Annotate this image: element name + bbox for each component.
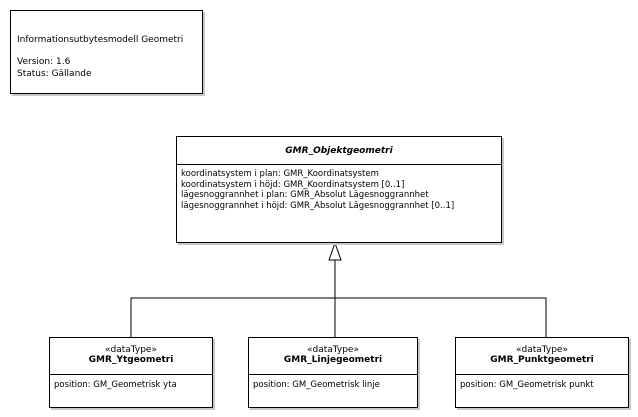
- class-gmr-linjegeometri[interactable]: «dataType» GMR_Linjegeometri position: G…: [248, 337, 418, 408]
- class-stereotype: «dataType»: [105, 345, 157, 355]
- class-attributes: position: GM_Geometrisk linje: [249, 375, 417, 391]
- class-name: GMR_Objektgeometri: [285, 146, 393, 156]
- attribute: position: GM_Geometrisk linje: [253, 380, 380, 390]
- class-gmr-ytgeometri[interactable]: «dataType» GMR_Ytgeometri position: GM_G…: [49, 337, 213, 408]
- class-name: GMR_Ytgeometri: [88, 355, 174, 365]
- attribute: koordinatsystem i höjd: GMR_Koordinatsys…: [181, 179, 405, 190]
- class-attributes: koordinatsystem i plan: GMR_Koordinatsys…: [177, 165, 501, 211]
- attribute: lägesnoggrannhet i plan: GMR_Absolut Läg…: [181, 190, 429, 200]
- class-attributes: position: GM_Geometrisk yta: [50, 375, 212, 391]
- class-name: GMR_Linjegeometri: [283, 355, 383, 365]
- class-header: «dataType» GMR_Ytgeometri: [50, 338, 212, 375]
- class-gmr-punktgeometri[interactable]: «dataType» GMR_Punktgeometri position: G…: [455, 337, 629, 408]
- class-stereotype: «dataType»: [307, 345, 359, 355]
- class-gmr-objektgeometri[interactable]: GMR_Objektgeometri koordinatsystem i pla…: [176, 136, 502, 243]
- generalization-arrowhead: [328, 241, 342, 261]
- note-status: Status: Gällande: [17, 69, 92, 79]
- class-attributes: position: GM_Geometrisk punkt: [456, 375, 628, 391]
- attribute: position: GM_Geometrisk punkt: [460, 380, 594, 390]
- class-header: «dataType» GMR_Linjegeometri: [249, 338, 417, 375]
- class-header: GMR_Objektgeometri: [177, 137, 501, 165]
- attribute: koordinatsystem i plan: GMR_Koordinatsys…: [181, 169, 379, 179]
- class-name: GMR_Punktgeometri: [490, 355, 594, 365]
- connector-to-ytgeometri: [130, 297, 335, 337]
- attribute: lägesnoggrannhet i höjd: GMR_Absolut Läg…: [181, 200, 455, 211]
- note-version: Version: 1.6: [17, 57, 71, 67]
- note-title: Informationsutbytesmodell Geometri: [17, 35, 184, 45]
- class-header: «dataType» GMR_Punktgeometri: [456, 338, 628, 375]
- connector-to-punktgeometri: [335, 297, 547, 337]
- diagram-note[interactable]: Informationsutbytesmodell Geometri Versi…: [10, 10, 203, 94]
- attribute: position: GM_Geometrisk yta: [54, 380, 177, 390]
- class-stereotype: «dataType»: [516, 345, 568, 355]
